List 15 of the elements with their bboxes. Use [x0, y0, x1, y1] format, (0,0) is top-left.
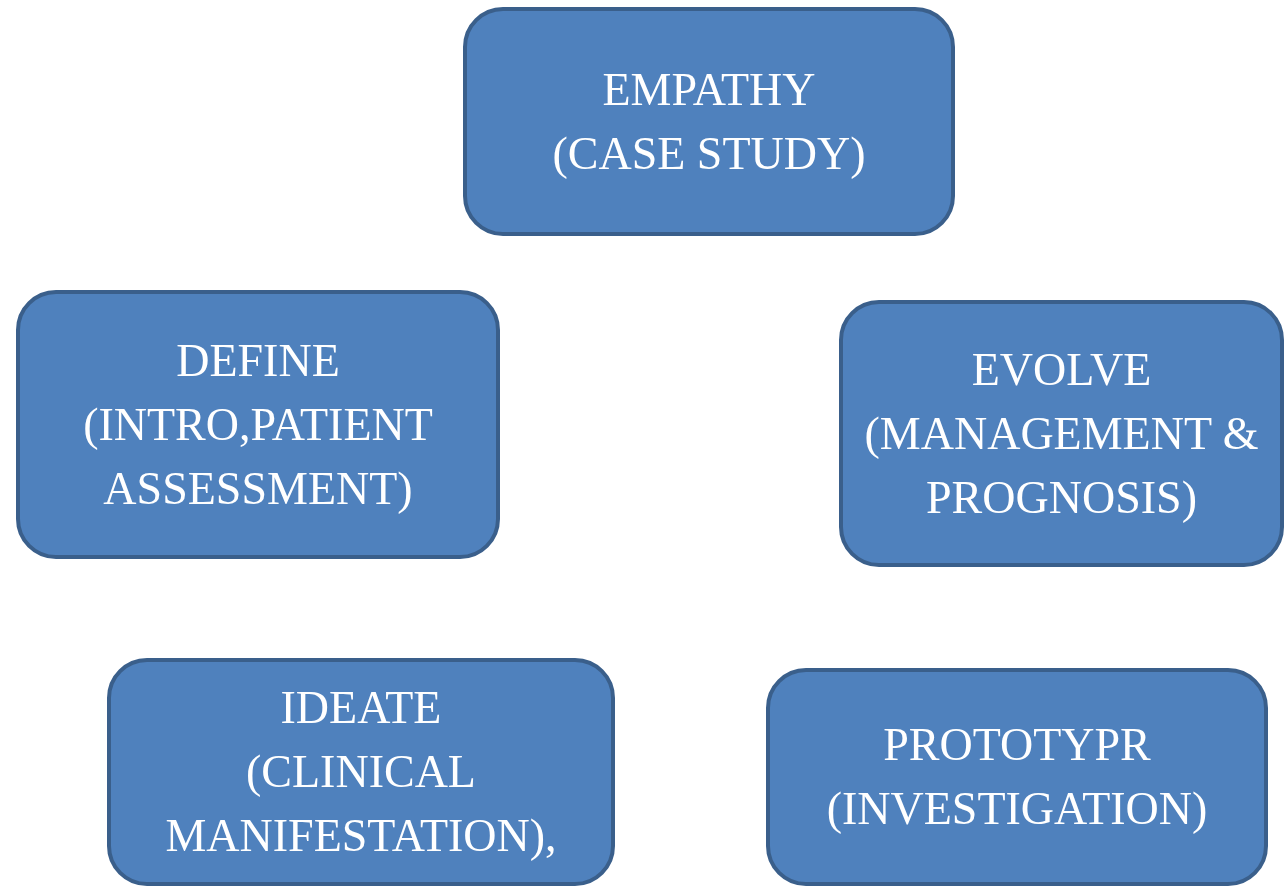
- box-text: (CASE STUDY): [552, 126, 866, 181]
- box-text: (CLINICAL MANIFESTATION),: [164, 745, 558, 863]
- box-text: (MANAGEMENT & PROGNOSIS): [863, 406, 1260, 525]
- process-box: [766, 668, 1268, 886]
- process-box: [463, 7, 955, 236]
- box-heading: IDEATE: [280, 681, 442, 735]
- box-heading: EVOLVE: [971, 342, 1152, 397]
- process-box: [16, 290, 500, 559]
- process-box: [839, 300, 1284, 567]
- box-heading: PROTOTYPR: [883, 718, 1151, 772]
- process-box: [107, 658, 615, 886]
- box-heading: EMPATHY: [602, 62, 816, 117]
- box-heading: DEFINE: [176, 333, 340, 388]
- box-text: (INVESTIGATION): [826, 782, 1208, 836]
- box-text: (INTRO,PATIENT ASSESSMENT): [82, 397, 434, 516]
